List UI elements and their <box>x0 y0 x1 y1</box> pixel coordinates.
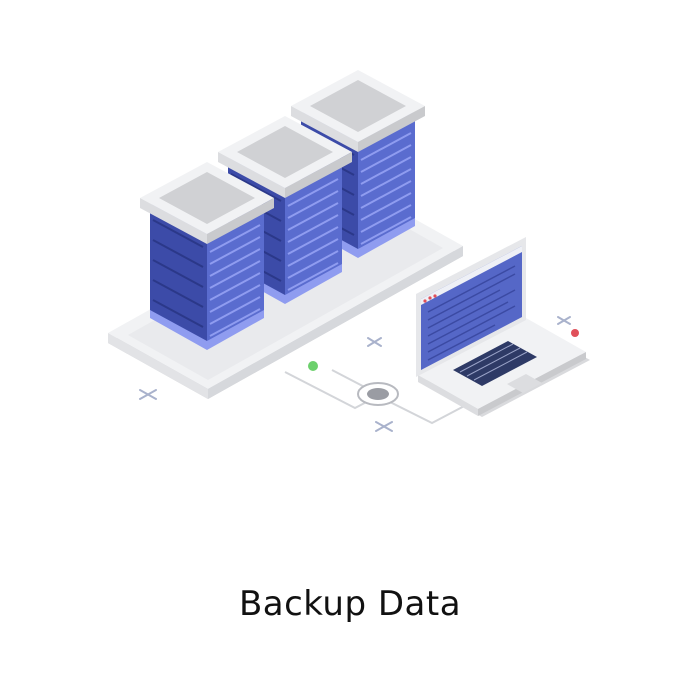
rack-top <box>291 70 425 152</box>
rack-top <box>218 116 352 198</box>
laptop-screen <box>421 246 522 370</box>
status-led-icon <box>571 329 579 337</box>
caption-title: Backup Data <box>238 584 462 624</box>
status-led-icon <box>308 361 318 371</box>
keyboard <box>453 341 537 386</box>
server-rack-icon <box>291 70 425 258</box>
rack-top <box>140 162 274 244</box>
decorative-cross-icon <box>139 316 571 432</box>
drive-bays <box>303 127 412 245</box>
laptop-icon <box>416 237 590 417</box>
drive-bays <box>152 219 261 337</box>
network-hub-icon <box>357 382 399 406</box>
trackpad <box>507 374 542 393</box>
backup-data-illustration <box>108 70 590 432</box>
server-rack-icon <box>140 162 274 350</box>
